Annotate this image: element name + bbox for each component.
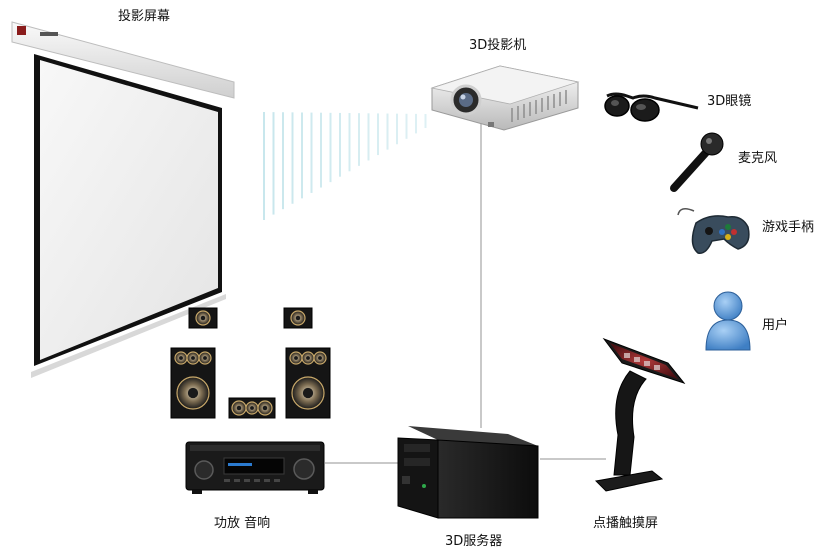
label-amp-speakers: 功放 音响: [214, 515, 270, 531]
gamepad-icon: [677, 208, 750, 254]
speaker-set-icon: [170, 307, 331, 419]
label-glasses: 3D眼镜: [707, 94, 751, 109]
3d-glasses-icon: [604, 92, 699, 122]
diagram-labels: 投影屏幕 3D投影机 3D眼镜 麦克风 游戏手柄 用户 功放 音响 3D服务器 …: [118, 8, 814, 549]
label-projector: 3D投影机: [469, 37, 526, 53]
microphone-icon: [670, 132, 724, 192]
satellite-speaker: [188, 307, 218, 329]
connection-lines: [325, 124, 606, 464]
label-server: 3D服务器: [445, 533, 502, 549]
label-user: 用户: [762, 317, 788, 333]
label-screen: 投影屏幕: [118, 8, 170, 24]
label-touchscreen: 点播触摸屏: [593, 516, 658, 531]
rack-server-icon: [397, 426, 539, 519]
label-gamepad: 游戏手柄: [762, 220, 814, 235]
projector-icon: [430, 65, 580, 131]
tower-speaker: [285, 347, 331, 419]
user-icon: [705, 291, 751, 351]
projection-beam: [263, 112, 427, 220]
av-receiver-icon: [185, 441, 325, 494]
kiosk-touchscreen-icon: [594, 337, 686, 492]
projection-screen: [11, 21, 235, 378]
tower-speaker: [170, 347, 216, 419]
label-microphone: 麦克风: [738, 151, 777, 166]
satellite-speaker: [283, 307, 313, 329]
center-speaker: [228, 397, 276, 419]
